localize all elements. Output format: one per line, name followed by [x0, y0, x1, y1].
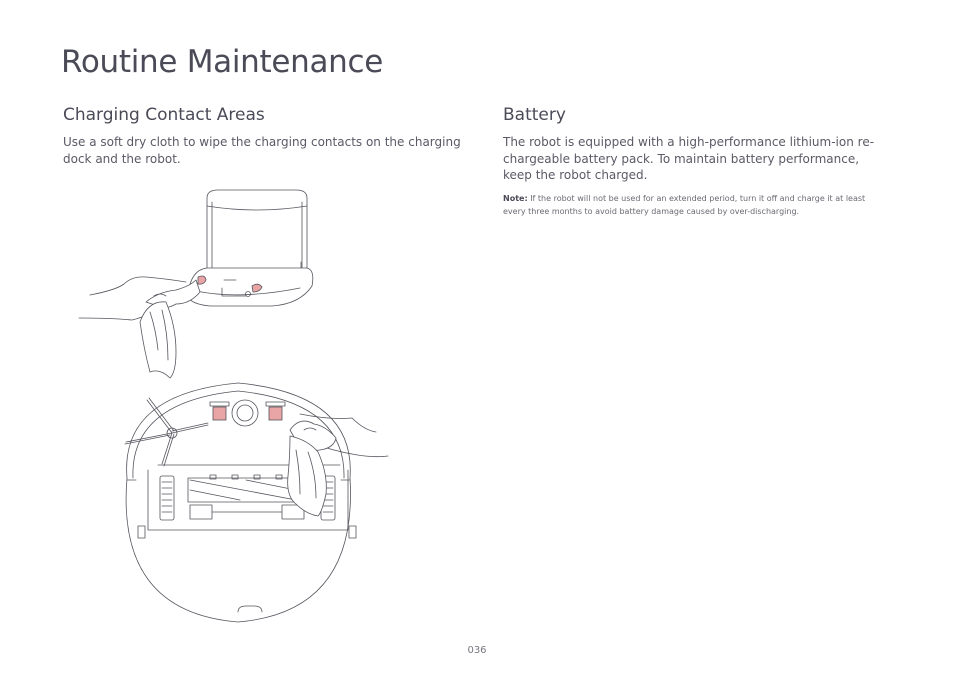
- hand-cloth-robot: [287, 413, 389, 517]
- hand-cloth-dock: [78, 276, 201, 379]
- charging-dock-drawing: [187, 189, 314, 307]
- robot-contact-right: [268, 406, 283, 421]
- dock-contact-left: [197, 275, 207, 285]
- robot-contact-left: [212, 406, 227, 421]
- note-text: If the robot will not be used for an ext…: [503, 194, 866, 216]
- battery-note: Note: If the robot will not be used for …: [503, 192, 888, 218]
- page-number: 036: [467, 645, 487, 656]
- dock-contact-right: [251, 283, 263, 293]
- charging-contact-body: Use a soft dry cloth to wipe the chargin…: [63, 135, 461, 166]
- note-label: Note:: [503, 194, 528, 203]
- page-title: Routine Maintenance: [61, 44, 384, 80]
- battery-body: The robot is equipped with a high-perfor…: [503, 135, 875, 182]
- battery-heading: Battery: [503, 105, 566, 125]
- charging-contact-heading: Charging Contact Areas: [63, 105, 265, 125]
